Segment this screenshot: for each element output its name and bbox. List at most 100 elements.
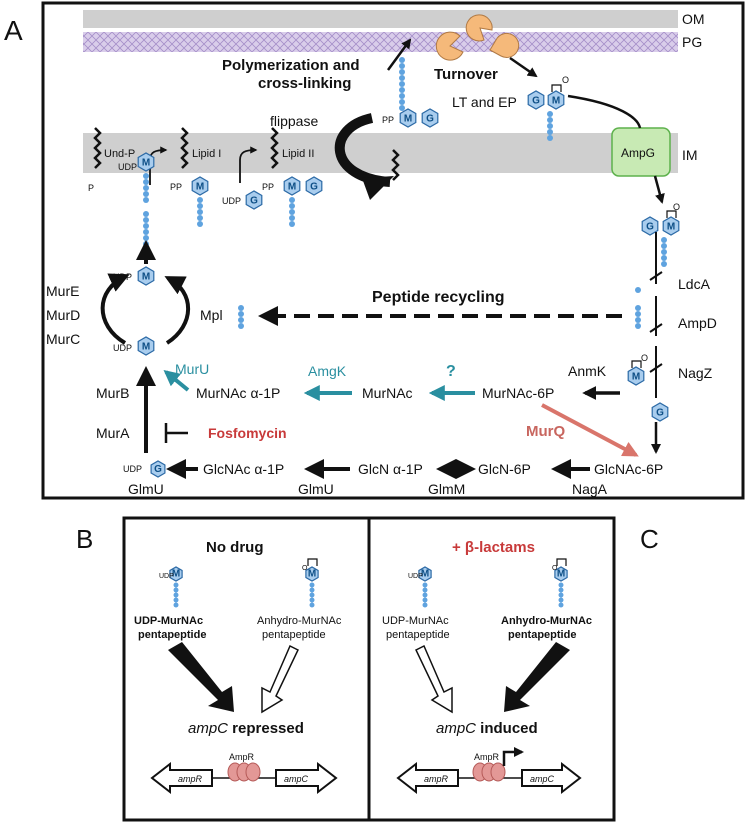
peptide-bead [661, 243, 667, 249]
peptide-bead [309, 592, 315, 598]
panel-c-udp-label: UDP [408, 573, 423, 580]
peptide-bead [661, 261, 667, 267]
mpl-label: Mpl [200, 307, 223, 323]
peptide-bead [173, 582, 179, 588]
peptide-bead [238, 311, 244, 317]
panel-label-b: B [76, 524, 93, 554]
muru-label: MurU [175, 361, 209, 377]
ampg-exit-arrow [653, 175, 665, 204]
peptide-bead [173, 592, 179, 598]
panel-c-result-word: induced [476, 720, 538, 737]
anmk-anhydro-bridge [631, 360, 642, 368]
udp-g-bottom-label: UDP [123, 464, 142, 474]
peptide-bead [309, 597, 315, 603]
panel-c-transcription-arrow [502, 747, 524, 766]
lipid-ii-glcnac-hex [305, 176, 323, 196]
peptide-bead [422, 582, 428, 588]
panel-label-a: A [4, 15, 23, 46]
peptide-bead [661, 249, 667, 255]
panel-c-anhydro-hex [554, 566, 568, 582]
panel-a-frame [41, 1, 745, 500]
panel-b-ampr-gene [150, 761, 213, 795]
murnac-6p-label: MurNAc-6P [482, 385, 554, 401]
periplasm-glcnac-hex [527, 90, 545, 110]
cytoplasm-glcnac-hex-label: G [646, 221, 654, 232]
murq-arrow [541, 403, 639, 457]
flippase-label: flippase [270, 113, 318, 129]
glcn-6p-label: GlcN-6P [478, 461, 531, 477]
panel-b-weak-arrow [261, 644, 299, 714]
panel-b-ampr-protein-icon [227, 762, 261, 782]
peptide-bead [399, 81, 405, 87]
panel-c-udp-murnac-hex-label: M [421, 569, 429, 580]
peptide-bead [143, 217, 149, 223]
peptide-bead [422, 602, 428, 608]
panel-c-udp-murnac-hex [418, 566, 432, 582]
panel-b-result: ampC repressed [188, 720, 304, 737]
pp-flipped-label: PP [382, 115, 394, 125]
ampg-transporter[interactable] [611, 127, 671, 177]
peptide-bead [289, 221, 295, 227]
murd-label: MurD [46, 307, 80, 323]
glcnac-6p-label: GlcNAc-6P [594, 461, 663, 477]
peptide-bead [399, 99, 405, 105]
panel-b-anhydro-murnac: Anhydro-MurNAc [257, 615, 342, 627]
panel-b-ampc-gene-label: ampC [284, 774, 309, 784]
flipped-glcnac-hex [421, 108, 439, 128]
udp-murnac-upper-hex [137, 266, 155, 286]
glmu-label-left: GlmU [128, 481, 164, 497]
panel-c-ampr-protein-icon [472, 762, 506, 782]
cytoplasm-anhydro-bridge [666, 210, 677, 218]
peptide-bead [547, 117, 553, 123]
peptide-bead [558, 582, 564, 588]
und-p-carrier [93, 127, 102, 169]
murb-label: MurB [96, 385, 129, 401]
turnover-arrow [509, 56, 538, 78]
peptide-bead [197, 197, 203, 203]
murnac-a1p-label: MurNAc α-1P [196, 385, 280, 401]
peptide-bead [399, 93, 405, 99]
udp-murnac-lower-hex-label: M [142, 341, 150, 352]
peptide-bead [399, 57, 405, 63]
panel-c-title: + β-lactams [452, 539, 535, 556]
panel-b-title: No drug [206, 539, 264, 556]
panel-c-udp-pentapeptide: pentapeptide [386, 629, 450, 641]
panel-c-anhydro-pentapeptide: pentapeptide [508, 629, 576, 641]
cytoplasm-murnac-hex-label: M [667, 221, 675, 232]
periplasm-anhydro-bridge [551, 84, 562, 92]
lipid-ii-label: Lipid II [282, 148, 314, 160]
peptide-bead [661, 237, 667, 243]
murnac-label: MurNAc [362, 385, 413, 401]
unknown-enzyme-label: ? [446, 363, 456, 380]
udp-lipid-i-label: UDP [118, 162, 137, 172]
nagz-arrow [649, 346, 663, 398]
panel-b-anhydro-hex-label: M [308, 569, 316, 580]
peptide-bead [289, 215, 295, 221]
fosfomycin-label: Fosfomycin [208, 425, 287, 441]
peptide-bead [197, 203, 203, 209]
glcnac-a1p-label: GlcNAc α-1P [203, 461, 284, 477]
polymerization-label: Polymerization and [222, 57, 360, 74]
ampg-entry-path [567, 94, 642, 129]
peptide-bead [635, 287, 641, 293]
panel-b-udp-murnac-hex-label: M [172, 569, 180, 580]
peptide-bead [143, 179, 149, 185]
ampd-label: AmpD [678, 315, 717, 331]
lt-ep-label: LT and EP [452, 94, 517, 110]
peptide-bead [547, 123, 553, 129]
peptidoglycan-layer [83, 32, 678, 52]
peptide-bead [661, 255, 667, 261]
peptide-bead [422, 587, 428, 593]
flippase-arrowhead [362, 176, 394, 200]
nagz-label: NagZ [678, 365, 713, 381]
udp-murnac-upper-hex-label: M [142, 271, 150, 282]
peptide-bead [399, 75, 405, 81]
periplasm-murnac-hex-label: M [552, 95, 560, 106]
glmu-label-right: GlmU [298, 481, 334, 497]
glcnac-hex [651, 402, 669, 422]
inner-membrane [83, 133, 678, 173]
peptide-bead [558, 602, 564, 608]
panel-c-ampc-gene-label: ampC [530, 774, 555, 784]
mura-label: MurA [96, 425, 130, 441]
outer-membrane [83, 10, 678, 28]
